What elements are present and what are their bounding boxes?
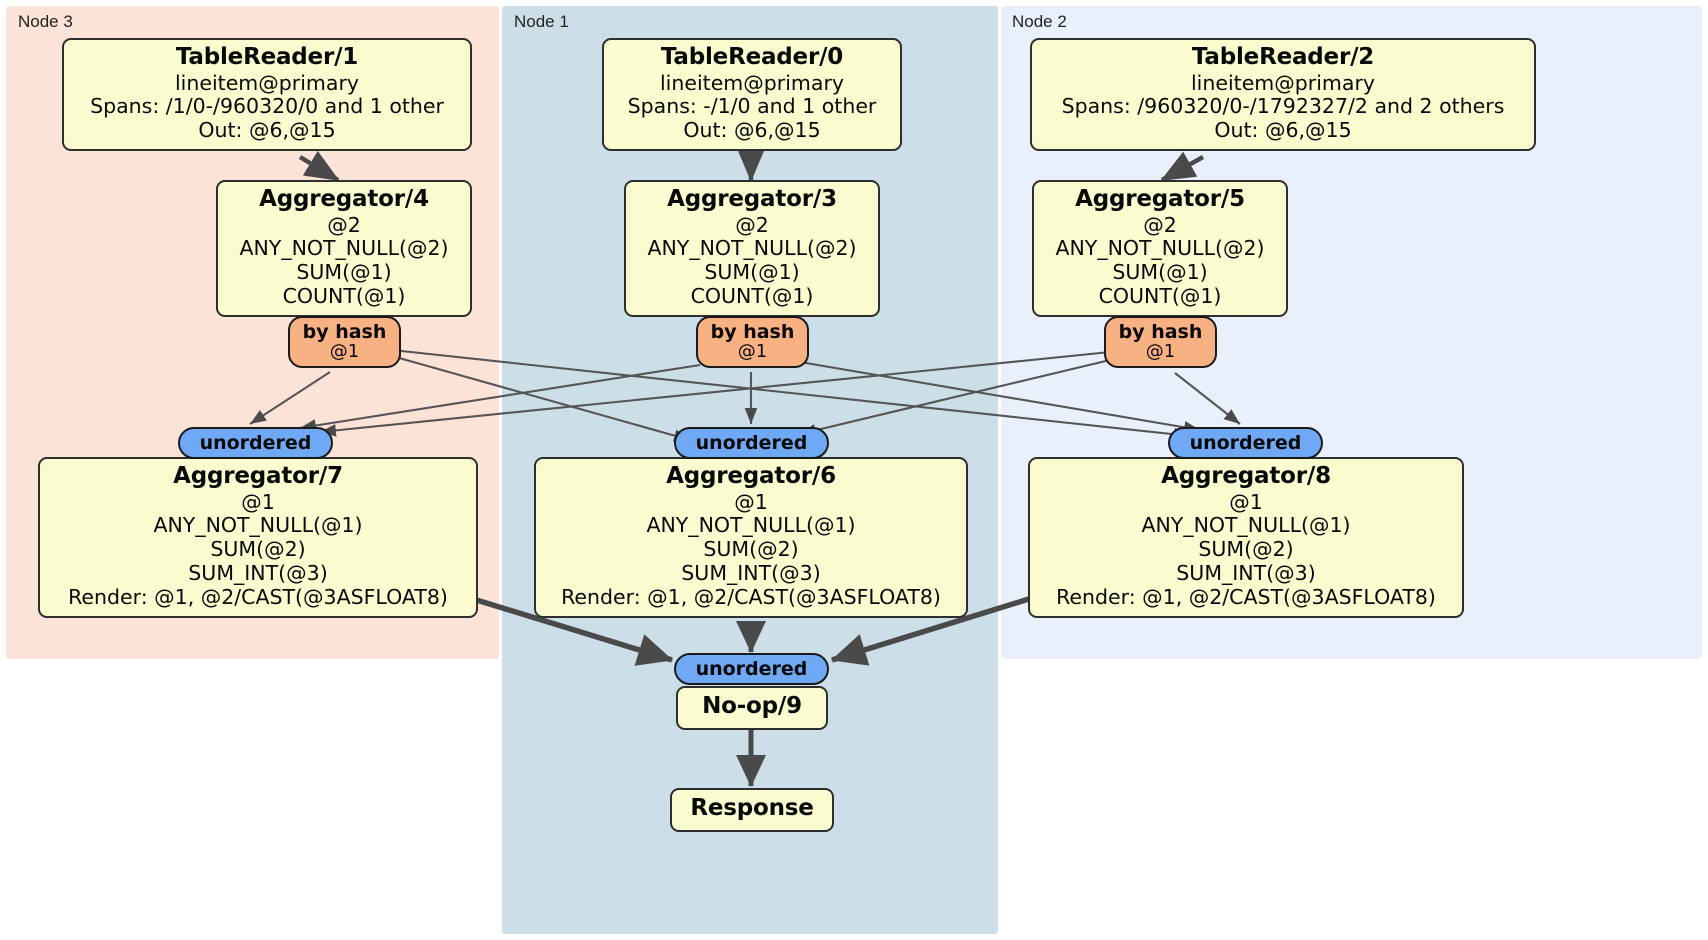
processor-agg-0: ANY_NOT_NULL(@1) — [153, 513, 363, 538]
processor-agg-1: SUM(@1) — [1112, 260, 1208, 285]
processor-agg-2: COUNT(@1) — [690, 283, 814, 308]
processor-out: Out: @6,@15 — [198, 118, 336, 143]
processor-title: TableReader/0 — [660, 44, 844, 70]
processor-spans: Spans: -/1/0 and 1 other — [627, 94, 877, 119]
processor-render: Render: @1, @2/CAST(@3ASFLOAT8) — [1056, 584, 1436, 609]
input-synchronizer-unordered-node-3[interactable]: unordered — [178, 427, 333, 459]
processor-aggregator-8[interactable]: Aggregator/8 @1 ANY_NOT_NULL(@1) SUM(@2)… — [1028, 457, 1464, 618]
processor-aggregator-3[interactable]: Aggregator/3 @2 ANY_NOT_NULL(@2) SUM(@1)… — [624, 180, 880, 317]
processor-no-op-9[interactable]: No-op/9 — [676, 686, 828, 730]
processor-table: lineitem@primary — [174, 70, 360, 95]
processor-title: No-op/9 — [702, 693, 802, 719]
processor-group-key: @2 — [327, 212, 361, 237]
processor-title: Aggregator/5 — [1075, 186, 1245, 212]
processor-aggregator-5[interactable]: Aggregator/5 @2 ANY_NOT_NULL(@2) SUM(@1)… — [1032, 180, 1288, 317]
processor-title: TableReader/2 — [1191, 44, 1375, 70]
processor-table-reader-2[interactable]: TableReader/2 lineitem@primary Spans: /9… — [1030, 38, 1536, 151]
processor-agg-1: SUM(@2) — [210, 537, 306, 562]
processor-group-key: @1 — [241, 489, 275, 514]
processor-aggregator-7[interactable]: Aggregator/7 @1 ANY_NOT_NULL(@1) SUM(@2)… — [38, 457, 478, 618]
router-column-label: @1 — [1145, 340, 1176, 362]
input-synchronizer-unordered-node-2[interactable]: unordered — [1168, 427, 1323, 459]
processor-group-key: @1 — [734, 489, 768, 514]
processor-group-key: @2 — [735, 212, 769, 237]
router-kind-label: by hash — [1118, 320, 1203, 343]
processor-title: Aggregator/7 — [173, 463, 343, 489]
router-kind-label: by hash — [302, 320, 387, 343]
router-column-label: @1 — [329, 340, 360, 362]
input-synchronizer-unordered-final[interactable]: unordered — [674, 653, 829, 685]
node-panel-label-node-1: Node 1 — [514, 12, 569, 31]
processor-out: Out: @6,@15 — [1214, 118, 1352, 143]
processor-title: Aggregator/4 — [259, 186, 429, 212]
processor-group-key: @1 — [1229, 489, 1263, 514]
processor-out: Out: @6,@15 — [683, 118, 821, 143]
processor-render: Render: @1, @2/CAST(@3ASFLOAT8) — [561, 584, 941, 609]
processor-table: lineitem@primary — [1190, 70, 1376, 95]
processor-title: Aggregator/8 — [1161, 463, 1331, 489]
processor-agg-1: SUM(@2) — [703, 537, 799, 562]
processor-agg-0: ANY_NOT_NULL(@2) — [239, 236, 449, 261]
input-synchronizer-unordered-node-1[interactable]: unordered — [674, 427, 829, 459]
processor-table: lineitem@primary — [659, 70, 845, 95]
processor-render: Render: @1, @2/CAST(@3ASFLOAT8) — [68, 584, 448, 609]
synchronizer-label: unordered — [199, 432, 312, 454]
processor-agg-2: SUM_INT(@3) — [1176, 560, 1316, 585]
router-kind-label: by hash — [710, 320, 795, 343]
processor-agg-2: SUM_INT(@3) — [188, 560, 328, 585]
processor-table-reader-1[interactable]: TableReader/1 lineitem@primary Spans: /1… — [62, 38, 472, 151]
processor-agg-0: ANY_NOT_NULL(@2) — [647, 236, 857, 261]
processor-title: Response — [690, 795, 814, 821]
processor-title: Aggregator/6 — [666, 463, 836, 489]
synchronizer-label: unordered — [1189, 432, 1302, 454]
node-panel-label-node-3: Node 3 — [18, 12, 73, 31]
router-column-label: @1 — [737, 340, 768, 362]
synchronizer-label: unordered — [695, 432, 808, 454]
processor-agg-0: ANY_NOT_NULL(@1) — [646, 513, 856, 538]
processor-agg-1: SUM(@1) — [704, 260, 800, 285]
processor-title: Aggregator/3 — [667, 186, 837, 212]
processor-title: TableReader/1 — [175, 44, 359, 70]
processor-agg-2: SUM_INT(@3) — [681, 560, 821, 585]
node-panel-label-node-2: Node 2 — [1012, 12, 1067, 31]
processor-aggregator-6[interactable]: Aggregator/6 @1 ANY_NOT_NULL(@1) SUM(@2)… — [534, 457, 968, 618]
output-router-by-hash-node-2[interactable]: by hash @1 — [1104, 316, 1217, 368]
output-router-by-hash-node-3[interactable]: by hash @1 — [288, 316, 401, 368]
processor-table-reader-0[interactable]: TableReader/0 lineitem@primary Spans: -/… — [602, 38, 902, 151]
processor-agg-1: SUM(@1) — [296, 260, 392, 285]
processor-agg-2: COUNT(@1) — [282, 283, 406, 308]
processor-spans: Spans: /960320/0-/1792327/2 and 2 others — [1061, 94, 1505, 119]
processor-aggregator-4[interactable]: Aggregator/4 @2 ANY_NOT_NULL(@2) SUM(@1)… — [216, 180, 472, 317]
synchronizer-label: unordered — [695, 658, 808, 680]
processor-spans: Spans: /1/0-/960320/0 and 1 other — [90, 94, 444, 119]
processor-response[interactable]: Response — [670, 788, 834, 832]
processor-group-key: @2 — [1143, 212, 1177, 237]
processor-agg-1: SUM(@2) — [1198, 537, 1294, 562]
processor-agg-2: COUNT(@1) — [1098, 283, 1222, 308]
processor-agg-0: ANY_NOT_NULL(@1) — [1141, 513, 1351, 538]
processor-agg-0: ANY_NOT_NULL(@2) — [1055, 236, 1265, 261]
output-router-by-hash-node-1[interactable]: by hash @1 — [696, 316, 809, 368]
